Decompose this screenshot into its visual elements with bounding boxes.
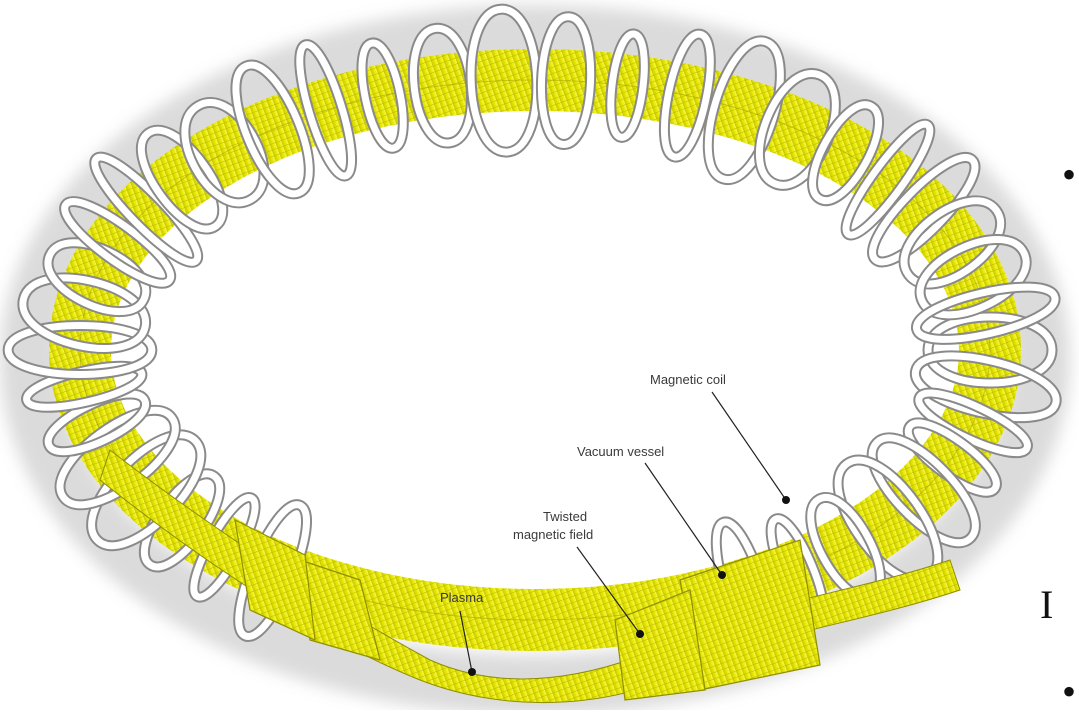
slide-bullet-bottom: • [1062,672,1076,712]
label-plasma-text: Plasma [440,590,484,605]
slide-bullet-top: • [1062,155,1076,195]
label-vacuum-vessel-text: Vacuum vessel [577,444,664,459]
label-twisted-field-text-2: magnetic field [513,527,593,542]
label-magnetic-coil: Magnetic coil [650,372,790,504]
label-twisted-field-text-1: Twisted [543,509,587,524]
slide-letter-fragment: I [1040,585,1053,625]
label-vacuum-vessel: Vacuum vessel [577,444,726,579]
label-magnetic-coil-text: Magnetic coil [650,372,726,387]
